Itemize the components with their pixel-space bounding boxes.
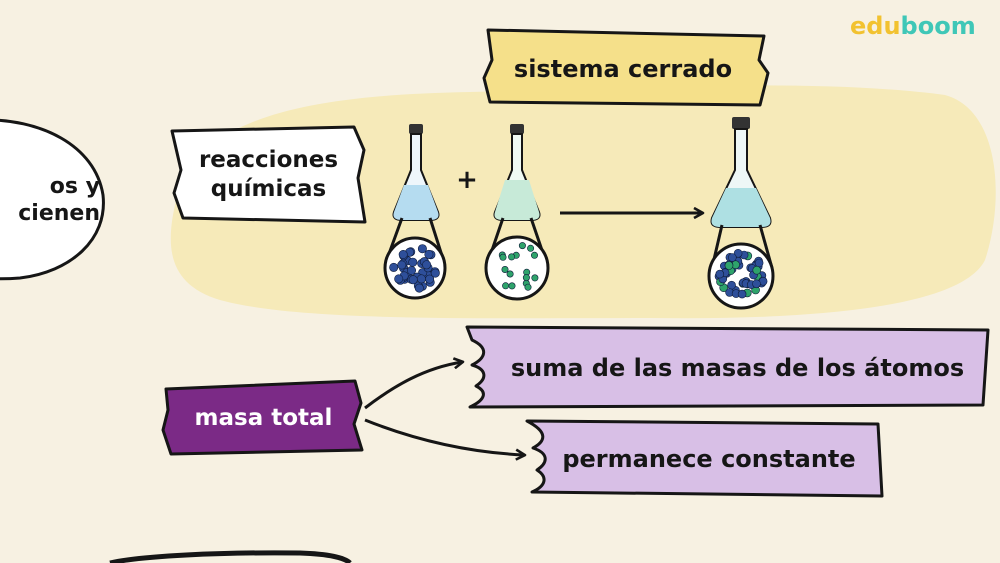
- flask-icon: [392, 124, 440, 221]
- atom: [508, 253, 516, 261]
- atom: [752, 279, 761, 289]
- atom: [406, 265, 416, 275]
- atom: [416, 274, 426, 284]
- atom: [389, 262, 399, 272]
- molecule-blue-icon: [383, 217, 447, 300]
- atom: [414, 283, 424, 293]
- atom: [724, 261, 734, 270]
- atom: [499, 253, 507, 261]
- remains-constant-note: [525, 419, 884, 498]
- atom: [417, 244, 427, 254]
- atom: [501, 265, 509, 273]
- atom: [524, 283, 532, 291]
- atom: [422, 260, 432, 270]
- total-mass-note: [161, 379, 364, 456]
- atom: [737, 289, 747, 299]
- atom: [522, 274, 530, 282]
- atom: [506, 270, 514, 278]
- atom: [502, 282, 510, 290]
- eduboom-logo: eduboom: [850, 12, 976, 40]
- atom: [733, 249, 743, 258]
- bottom-partial-bubble: [109, 550, 352, 563]
- atom: [727, 253, 737, 262]
- arrow-icon: [364, 362, 462, 410]
- atom: [752, 265, 762, 275]
- mixed-molecules-icon: [707, 224, 775, 310]
- atom: [531, 274, 539, 282]
- chemical-reactions-note: [170, 125, 367, 224]
- atom: [424, 249, 434, 259]
- atom: [527, 244, 535, 252]
- atom: [715, 269, 725, 279]
- left-concept-bubble: [0, 119, 105, 281]
- atom: [397, 260, 407, 270]
- arrow-icon: [364, 418, 524, 455]
- sum-of-masses-note: [465, 325, 990, 409]
- plus-sign: +: [456, 165, 478, 195]
- flask-icon: [710, 117, 772, 228]
- molecule-green-icon: [484, 217, 550, 301]
- atom: [394, 274, 404, 284]
- highlight-blob: [170, 85, 996, 319]
- atom: [727, 280, 736, 290]
- atom: [518, 242, 526, 250]
- atom: [754, 258, 764, 268]
- atom: [508, 282, 516, 290]
- atom: [530, 251, 538, 259]
- atom: [430, 268, 440, 278]
- atom: [408, 257, 418, 267]
- closed-system-note: [482, 28, 770, 107]
- atom: [398, 250, 408, 260]
- atom: [408, 275, 418, 285]
